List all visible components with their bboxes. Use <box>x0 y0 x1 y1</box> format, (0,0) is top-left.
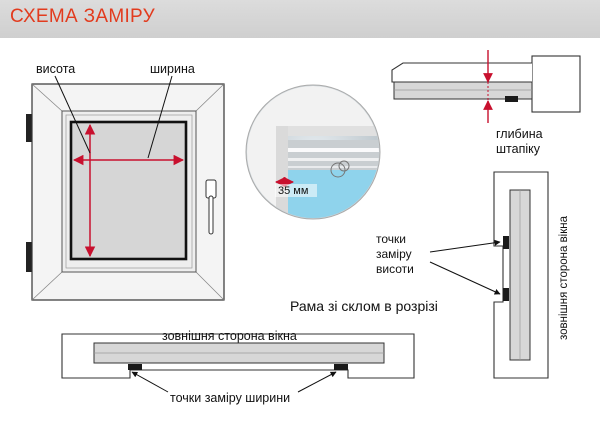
height-points-label-2: заміру <box>376 247 412 261</box>
seal-width-left <box>128 364 142 370</box>
vertical-cross-section: точки заміру висоти зовнішня сторона вік… <box>376 171 570 379</box>
outer-side-horizontal-label: зовнішня сторона вікна <box>162 329 297 343</box>
height-label: висота <box>36 62 75 76</box>
width-label: ширина <box>150 62 195 76</box>
hinge-bottom <box>26 242 32 272</box>
window-handle <box>205 179 217 199</box>
sash-depth-label-1: глибина <box>496 127 543 141</box>
corner-photo-detail: 35 мм <box>245 84 381 220</box>
page-title: СХЕМА ЗАМІРУ <box>10 6 155 27</box>
hinge-top <box>26 114 32 142</box>
seal-height-top <box>503 236 509 249</box>
sash-depth-profile: глибина штапіку <box>391 50 581 156</box>
cross-section-title: Рама зі склом в розрізі <box>290 298 438 314</box>
sash-depth-label-2: штапіку <box>496 142 541 156</box>
header-bar: СХЕМА ЗАМІРУ <box>0 0 600 38</box>
window-front-view: висота ширина <box>26 62 225 301</box>
height-points-label-1: точки <box>376 232 406 246</box>
seal-height-bottom <box>503 288 509 301</box>
horizontal-cross-section: зовнішня сторона вікна точки заміру шири… <box>61 329 415 405</box>
glass-pane <box>69 120 188 261</box>
outer-side-vertical-label: зовнішня сторона вікна <box>558 215 570 340</box>
seal-top <box>505 96 518 102</box>
width-points-label: точки заміру ширини <box>170 391 290 405</box>
height-points-label-3: висоти <box>376 262 414 276</box>
seal-width-right <box>334 364 348 370</box>
photo-measure-label: 35 мм <box>278 185 308 197</box>
